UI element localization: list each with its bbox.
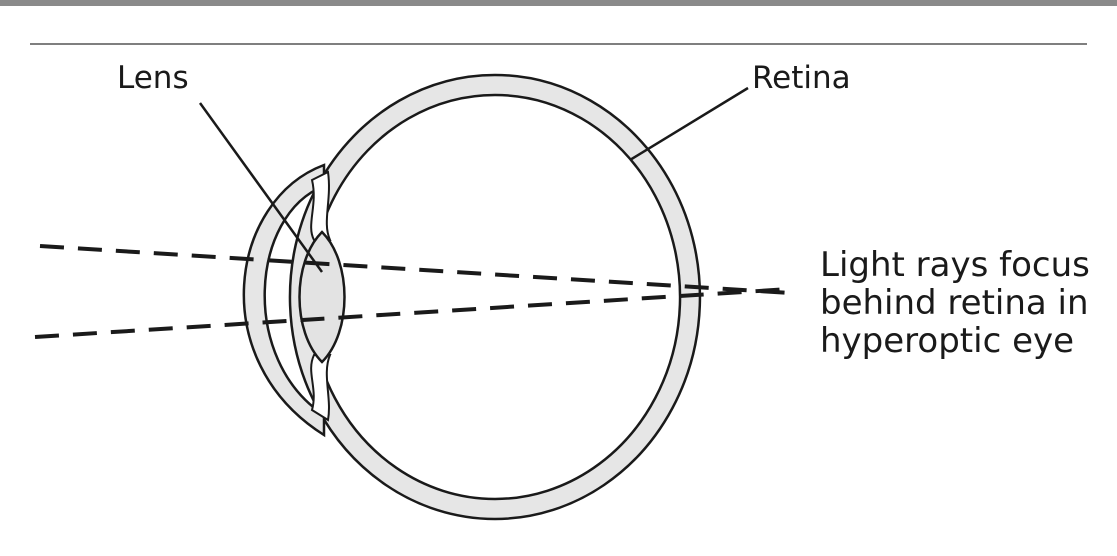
iris-lower [310,354,332,422]
eyeball-wall [288,73,702,521]
hyperopia-caption: Light rays focus behind retina in hypero… [820,246,1090,360]
retina-leader-line [629,86,749,162]
caption-line-3: hyperoptic eye [820,321,1075,361]
lens-label: Lens [117,60,189,96]
light-ray-lower [34,287,791,339]
iris-upper [310,170,332,241]
caption-line-1: Light rays focus [820,245,1090,285]
lens-leader-line [198,102,324,273]
light-ray-upper [39,244,791,295]
retina-label: Retina [752,60,851,96]
caption-line-2: behind retina in [820,283,1089,323]
cornea [242,163,326,438]
